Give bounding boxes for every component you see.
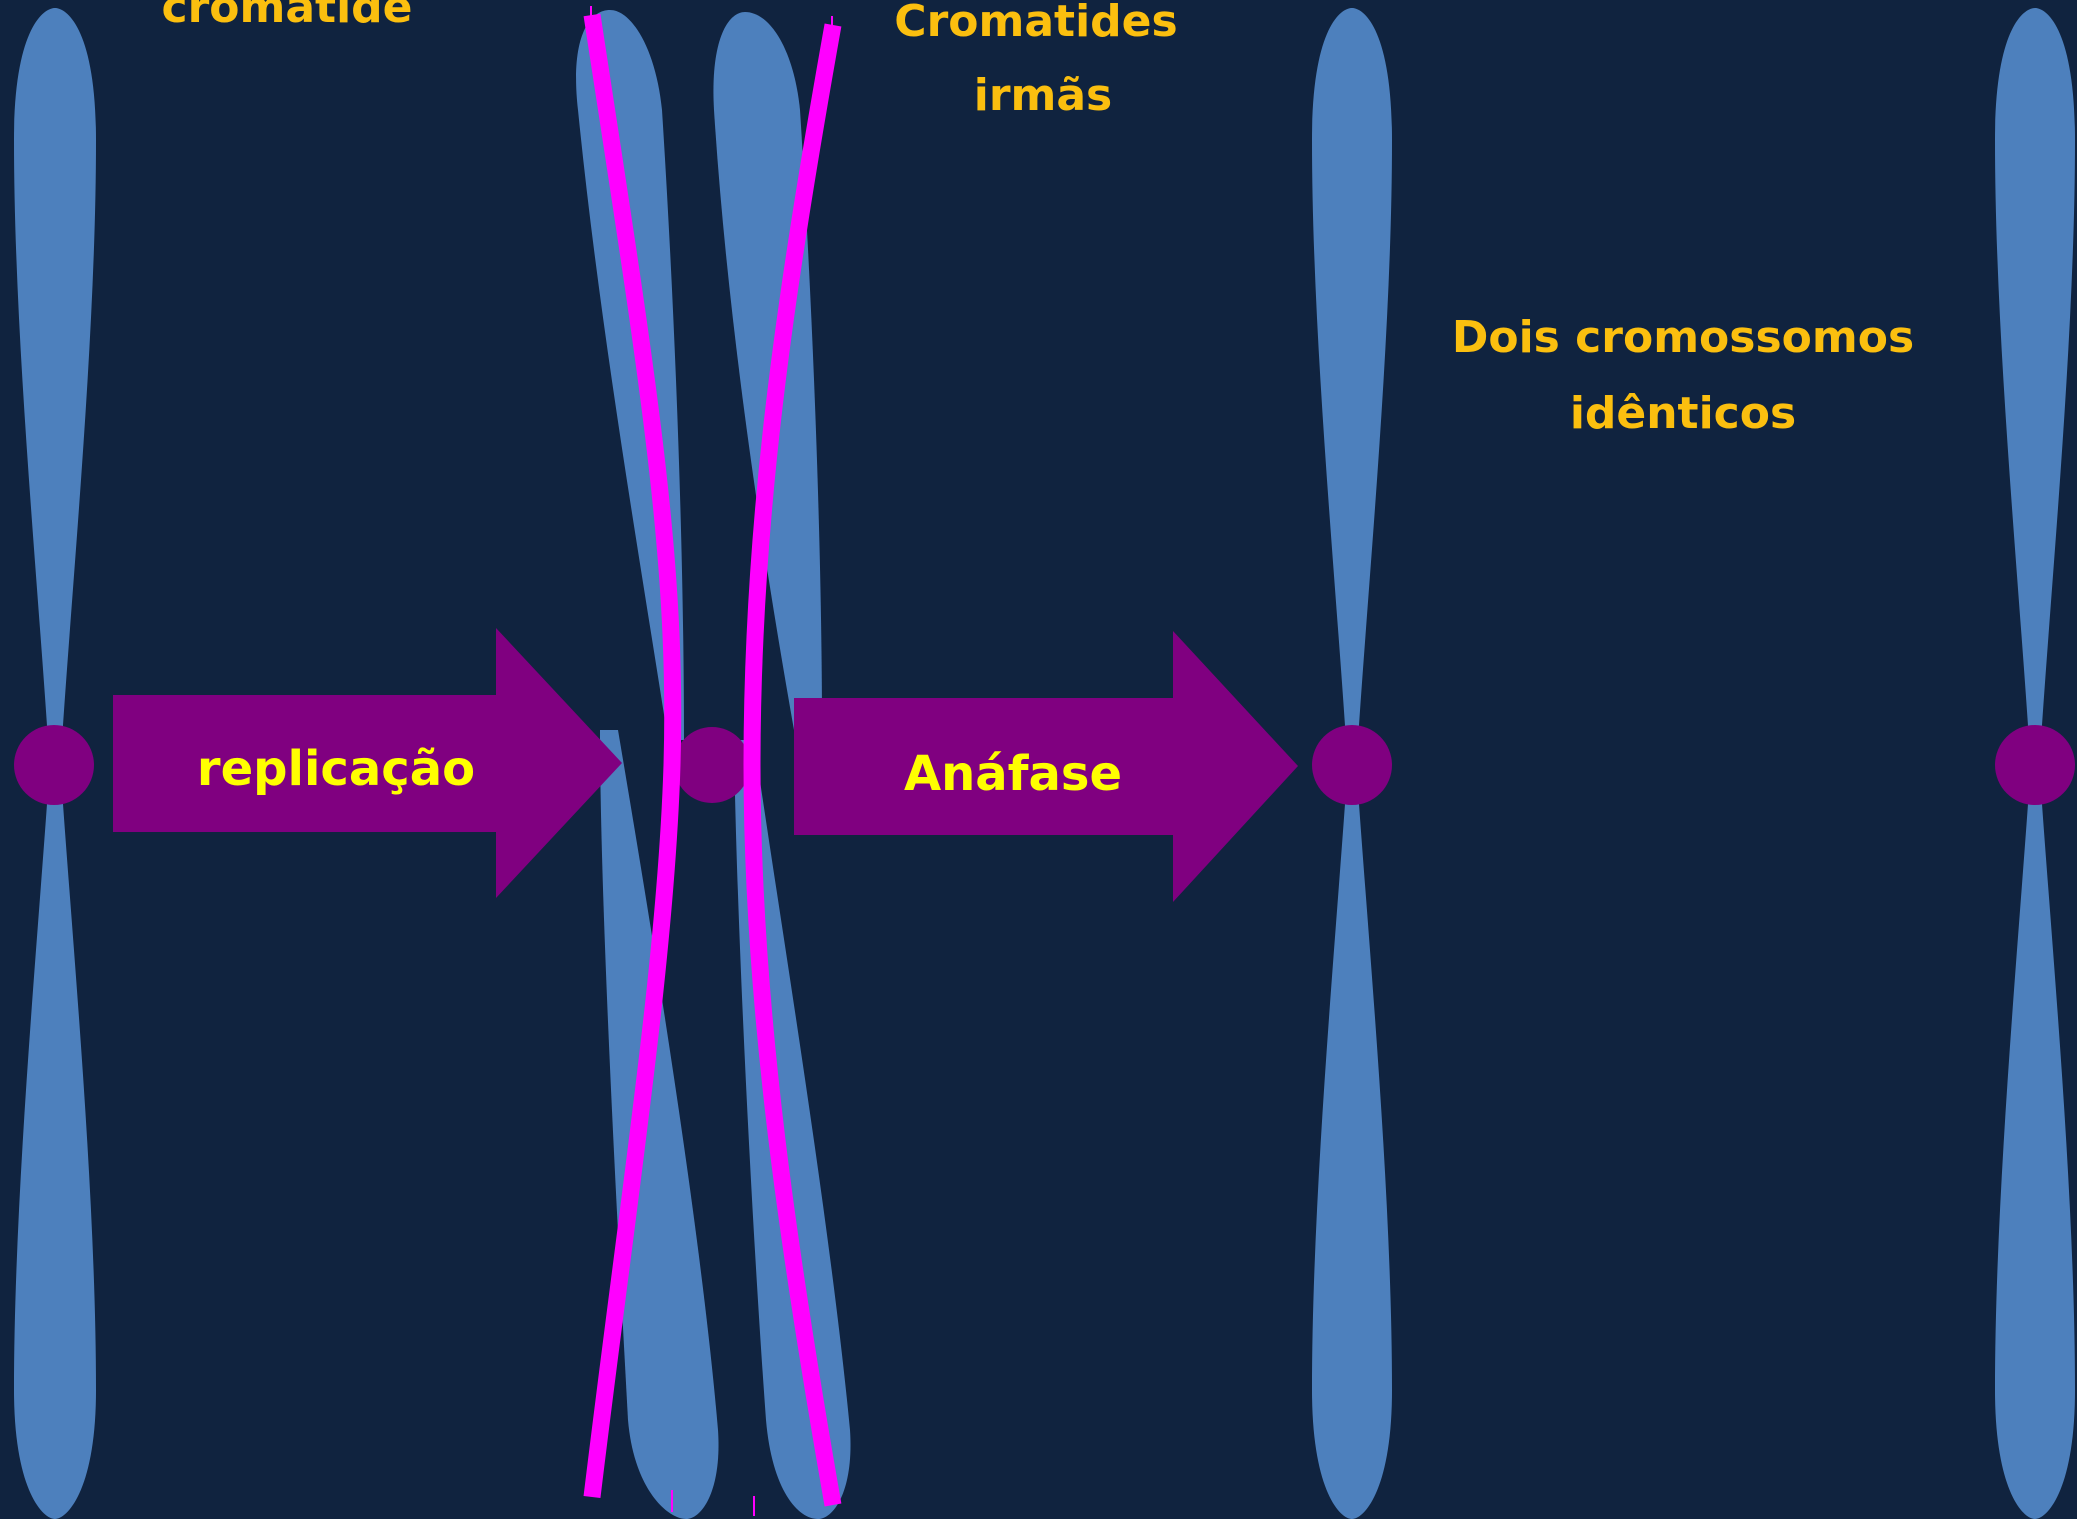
chromatid-upper-arm bbox=[1995, 8, 2075, 740]
shared-centromere bbox=[674, 727, 750, 803]
sister-chromatids-label-line1: Cromatides bbox=[894, 0, 1177, 47]
single-chromatid-label: cromatide bbox=[161, 0, 412, 33]
centromere bbox=[1312, 725, 1392, 805]
replication-arrow: replicação bbox=[113, 628, 622, 898]
centromere bbox=[14, 725, 94, 805]
anaphase-label: Anáfase bbox=[904, 746, 1122, 802]
sister-chromatids-label-line2: irmãs bbox=[974, 70, 1113, 121]
chromatid-lower-arm bbox=[1312, 790, 1392, 1519]
chromatid-upper-arm bbox=[14, 8, 96, 740]
chromatid-upper-arm bbox=[713, 12, 822, 730]
single-chromatid bbox=[14, 8, 96, 1519]
replication-label: replicação bbox=[197, 741, 475, 797]
centromere bbox=[1995, 725, 2075, 805]
separated-chromosome-1 bbox=[1312, 8, 1392, 1519]
chromatid-upper-arm bbox=[1312, 8, 1392, 740]
identical-chromosomes-label-line2: idênticos bbox=[1570, 388, 1796, 439]
chromatid-lower-arm bbox=[14, 790, 96, 1519]
identical-chromosomes-label-line1: Dois cromossomos bbox=[1452, 312, 1914, 363]
anaphase-arrow: Anáfase bbox=[794, 631, 1298, 902]
chromatid-lower-arm bbox=[1995, 790, 2075, 1519]
separated-chromosome-2 bbox=[1995, 8, 2075, 1519]
